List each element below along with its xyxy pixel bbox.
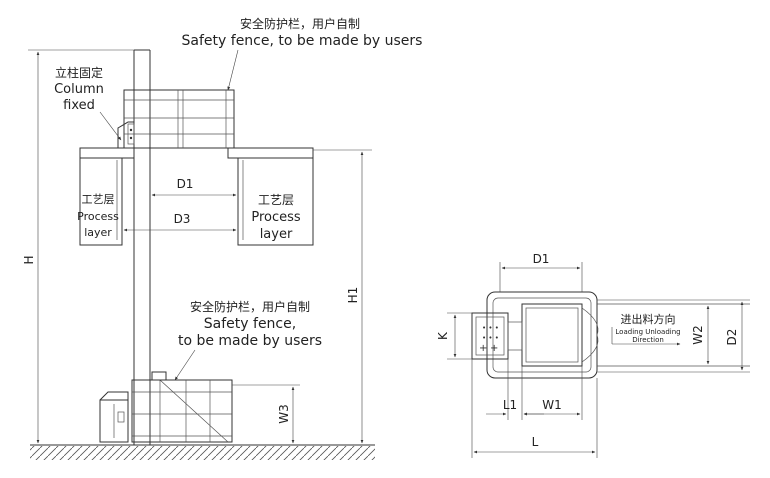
dim-D1-side-label: D1 [177, 177, 194, 191]
dim-W2: W2 [691, 305, 710, 365]
label-fence-top: 安全防护栏，用户自制 Safety fence, to be made by u… [182, 16, 423, 91]
upper-safety-fence [123, 89, 235, 149]
direction-en1: Loading Unloading [615, 328, 680, 336]
label-process-left: 工艺层 Process layer [77, 193, 119, 239]
label-column-fixed: 立柱固定 Column fixed [54, 65, 122, 141]
dim-D2-label: D2 [725, 329, 739, 346]
column-en1: Column [54, 82, 104, 97]
svg-text:+: + [490, 343, 498, 354]
dim-D3: D3 [123, 212, 237, 232]
fence-bottom-en2: to be made by users [178, 333, 322, 349]
dim-H1: H1 [313, 149, 372, 444]
column-cn: 立柱固定 [55, 65, 103, 80]
dim-D1-plan: D1 [499, 252, 583, 292]
plan-mast: • • • • • • + + [471, 312, 523, 360]
process-right-en2: layer [260, 227, 293, 242]
svg-text:+: + [479, 343, 487, 354]
label-direction: 进出料方向 Loading Unloading Direction [611, 312, 681, 346]
dim-W3: W3 [232, 384, 300, 444]
direction-en2: Direction [632, 336, 664, 344]
ground-enclosure [99, 371, 233, 443]
dim-H1-label: H1 [346, 287, 360, 304]
dim-D1-side: D1 [151, 177, 237, 197]
process-floor-left [79, 147, 135, 246]
dim-D1-plan-label: D1 [533, 252, 550, 266]
dim-K: K [436, 312, 472, 360]
side-view: H H1 W3 D1 D3 安全防护栏，用户自制 Safety fence, t… [22, 16, 422, 460]
process-right-en1: Process [251, 210, 301, 225]
dim-D2: D2 [597, 299, 750, 373]
dim-H: H [22, 49, 134, 444]
column-bracket [117, 121, 135, 148]
process-left-en1: Process [77, 210, 119, 223]
plan-view: • • • • • • + + 进出料方向 Loading Unloading … [436, 252, 750, 458]
fence-bottom-en1: Safety fence, [204, 316, 296, 332]
dim-W3-label: W3 [277, 404, 291, 424]
direction-cn: 进出料方向 [621, 312, 676, 326]
dim-W1-label: W1 [542, 398, 562, 412]
dim-H-label: H [22, 255, 36, 264]
ground [30, 444, 375, 460]
dim-W2-label: W2 [691, 325, 705, 345]
svg-text:• • •: • • • [482, 324, 499, 332]
label-process-right: 工艺层 Process layer [251, 193, 301, 242]
column-en2: fixed [63, 98, 95, 113]
dim-K-label: K [436, 331, 450, 340]
dim-L-label: L [532, 435, 539, 449]
dim-L1-label: L1 [503, 398, 517, 412]
process-floor-right [227, 147, 314, 246]
label-fence-bottom: 安全防护栏，用户自制 Safety fence, to be made by u… [174, 299, 322, 381]
process-left-en2: layer [84, 226, 112, 239]
dim-L: L [471, 359, 598, 458]
fence-bottom-cn: 安全防护栏，用户自制 [190, 299, 310, 314]
svg-text:• • •: • • • [482, 334, 499, 342]
fence-top-cn: 安全防护栏，用户自制 [240, 16, 360, 31]
dim-L1-W1: L1 W1 [486, 359, 583, 420]
dim-D3-label: D3 [174, 212, 191, 226]
column-mast [133, 49, 151, 445]
process-right-cn: 工艺层 [258, 193, 294, 207]
process-left-cn: 工艺层 [82, 193, 115, 206]
fence-top-en: Safety fence, to be made by users [182, 33, 423, 49]
plan-cage [486, 291, 598, 379]
plan-door [581, 303, 750, 367]
